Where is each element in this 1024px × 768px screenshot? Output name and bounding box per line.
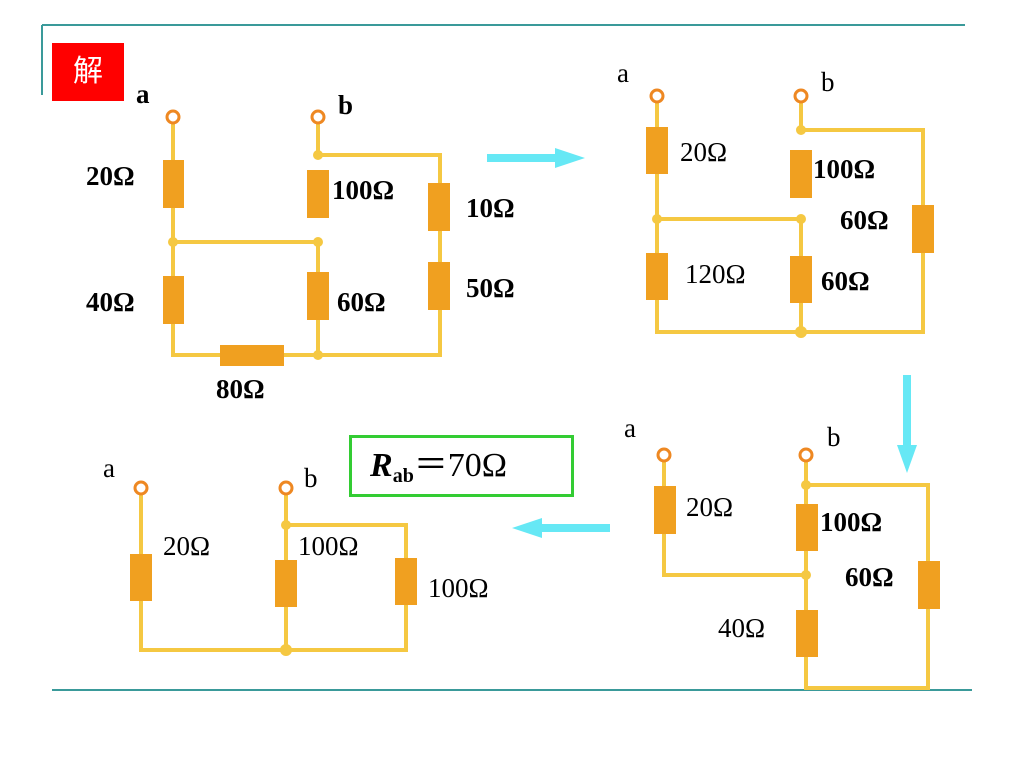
label-r5: 60Ω — [821, 266, 870, 296]
label-r2: 40Ω — [718, 613, 765, 643]
solution-badge: 解 — [52, 43, 124, 101]
label-r2: 100Ω — [298, 531, 359, 561]
resistor-40-ohm — [796, 610, 818, 657]
resistor-100-ohm — [307, 170, 329, 218]
result-value: ＝70Ω — [413, 447, 508, 484]
resistor-10-ohm — [428, 183, 450, 231]
label-a: a — [617, 58, 629, 88]
label-r4: 60Ω — [845, 562, 894, 592]
arrow-right-icon — [487, 148, 585, 168]
resistor-60-ohm-right — [912, 205, 934, 253]
resistor-20-ohm — [654, 486, 676, 534]
label-r3: 80Ω — [216, 374, 265, 404]
arrow-left-icon — [512, 518, 610, 538]
label-r2: 120Ω — [685, 259, 746, 289]
label-r3: 100Ω — [428, 573, 489, 603]
label-b: b — [827, 422, 841, 452]
result-subscript: ab — [392, 465, 414, 487]
resistor-40-ohm — [163, 276, 184, 324]
resistor-20-ohm — [163, 160, 184, 208]
circuit-1: a b 20Ω 40Ω 80Ω 100Ω 60Ω 10Ω 50Ω — [86, 79, 515, 404]
terminal-a — [656, 447, 672, 463]
result-symbol: R — [370, 447, 393, 484]
label-r3: 100Ω — [820, 507, 882, 537]
label-r7: 50Ω — [466, 273, 515, 303]
circuit-4: a b 20Ω 100Ω 100Ω — [103, 453, 489, 656]
resistor-60-ohm — [918, 561, 940, 609]
circuit-2: a b 20Ω 120Ω 100Ω 60Ω 60Ω — [617, 58, 934, 338]
label-a: a — [103, 453, 115, 483]
resistor-100-ohm-right — [395, 558, 417, 605]
terminal-b — [310, 109, 326, 125]
resistor-80-ohm — [220, 345, 284, 366]
terminal-a — [165, 109, 181, 125]
label-b: b — [338, 90, 353, 120]
terminal-a — [133, 480, 149, 496]
resistor-20-ohm — [646, 127, 668, 174]
label-r3: 100Ω — [813, 154, 875, 184]
resistor-60-ohm-bottom — [790, 256, 812, 303]
arrow-down-icon — [897, 375, 917, 473]
label-r1: 20Ω — [686, 492, 733, 522]
resistor-120-ohm — [646, 253, 668, 300]
label-b: b — [304, 463, 318, 493]
resistor-50-ohm — [428, 262, 450, 310]
label-b: b — [821, 67, 835, 97]
label-r1: 20Ω — [680, 137, 727, 167]
label-r6: 10Ω — [466, 193, 515, 223]
label-r4: 100Ω — [332, 175, 394, 205]
resistor-20-ohm — [130, 554, 152, 601]
label-r4: 60Ω — [840, 205, 889, 235]
label-r1: 20Ω — [163, 531, 210, 561]
resistor-100-ohm — [790, 150, 812, 198]
resistor-100-ohm — [796, 504, 818, 551]
label-r2: 40Ω — [86, 287, 135, 317]
circuit-3: a b 20Ω 40Ω 100Ω 60Ω — [624, 413, 940, 690]
terminal-b — [278, 480, 294, 496]
label-r1: 20Ω — [86, 161, 135, 191]
terminal-b — [793, 88, 809, 104]
terminal-b — [798, 447, 814, 463]
label-r5: 60Ω — [337, 287, 386, 317]
resistor-100-ohm-middle — [275, 560, 297, 607]
label-a: a — [136, 79, 150, 109]
result-box: Rab＝70Ω — [349, 435, 574, 497]
resistor-60-ohm — [307, 272, 329, 320]
terminal-a — [649, 88, 665, 104]
label-a: a — [624, 413, 636, 443]
